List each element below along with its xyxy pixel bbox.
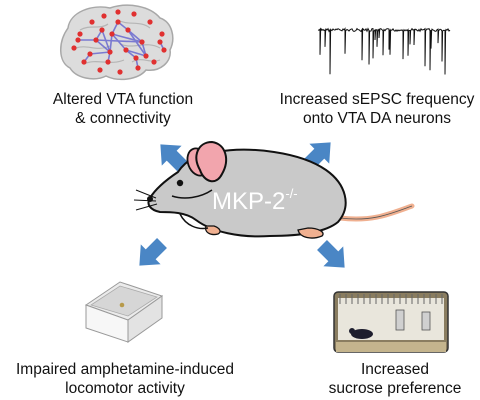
outcome-top-right-label: Increased sEPSC frequency onto VTA DA ne… (274, 90, 480, 128)
outcome-bottom-right-line-2: sucrose preference (328, 380, 462, 397)
outcome-bottom-left-line-1: Impaired amphetamine-induced (16, 361, 234, 378)
outcome-bottom-right-line-1: Increased (360, 361, 430, 378)
genotype-label: MKP-2-/- (212, 186, 298, 215)
mouse-front-paw (204, 225, 221, 236)
outcome-top-left-label: Altered VTA function & connectivity (18, 90, 228, 128)
arrow-top-left (160, 144, 188, 172)
outcome-bottom-left-line-2: locomotor activity (65, 380, 185, 397)
arrow-bottom-left (139, 238, 167, 266)
electrophysiology-trace-icon (317, 27, 451, 75)
open-field-box-icon (84, 281, 164, 343)
outcome-bottom-left-label: Impaired amphetamine-induced locomotor a… (0, 360, 250, 398)
mouse-whiskers (133, 189, 158, 211)
home-cage-icon (333, 291, 449, 353)
outcome-top-left-line-1: Altered VTA function (52, 91, 194, 108)
outcome-top-right-line-1: Increased sEPSC frequency (279, 91, 475, 108)
outcome-bottom-right-label: Increased sucrose preference (310, 360, 480, 398)
mouse-hind-paw (297, 227, 324, 239)
brain-network-icon (60, 4, 174, 81)
mouse-ear-front (195, 140, 228, 183)
outcome-top-left-line-2: & connectivity (75, 110, 171, 127)
mouse-eye (176, 179, 184, 187)
arrow-bottom-right (317, 240, 345, 268)
outcome-top-right-line-2: onto VTA DA neurons (303, 110, 451, 127)
knockout-mouse (133, 140, 415, 239)
